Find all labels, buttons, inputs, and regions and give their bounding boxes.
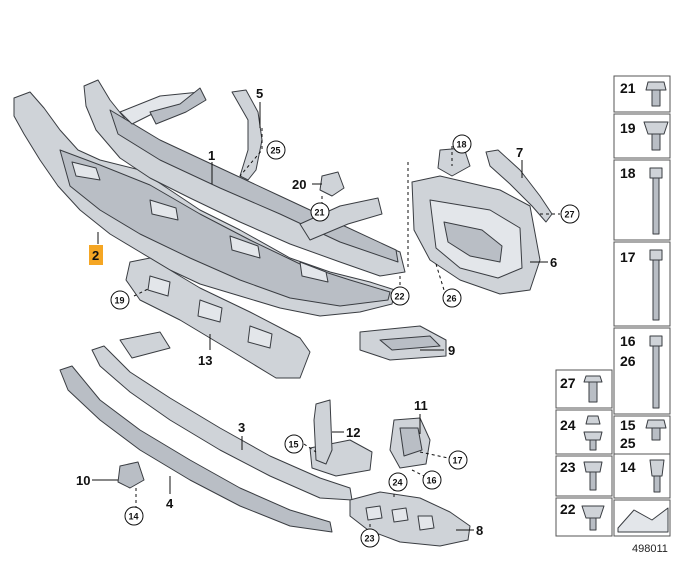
callout-2: 2 xyxy=(92,248,99,263)
callout-1: 1 xyxy=(208,148,215,163)
clip-14-icon xyxy=(649,459,665,493)
circled-15: 15 xyxy=(289,440,299,450)
circled-24: 24 xyxy=(393,478,403,488)
part-11-bracket xyxy=(389,417,431,469)
screw-15-icon xyxy=(645,419,667,441)
part-20-clip xyxy=(319,171,345,197)
callout-10: 10 xyxy=(76,473,90,488)
callout-labels: 1 5 20 7 6 9 13 11 12 3 10 4 8 xyxy=(76,86,557,538)
circled-16: 16 xyxy=(427,476,437,486)
callout-6: 6 xyxy=(550,255,557,270)
panel-17: 17 xyxy=(620,249,636,265)
callout-11: 11 xyxy=(414,398,428,413)
part-8-grille xyxy=(349,491,471,547)
circled-26: 26 xyxy=(447,294,457,304)
screw-27-icon xyxy=(583,375,603,403)
part-6-bracket xyxy=(411,147,541,295)
screw-23-icon xyxy=(583,461,603,491)
part-10-clip xyxy=(117,461,145,489)
part-5-bracket xyxy=(231,89,263,181)
panel-16: 16 xyxy=(620,333,636,349)
callout-4: 4 xyxy=(166,496,174,511)
callout-7: 7 xyxy=(516,145,523,160)
panel-26: 26 xyxy=(620,353,636,369)
direction-arrow-icon xyxy=(617,507,669,533)
part-9-block xyxy=(359,325,447,361)
bolt-18-icon xyxy=(649,167,663,235)
circled-23: 23 xyxy=(365,534,375,544)
callout-9: 9 xyxy=(448,343,455,358)
panel-22: 22 xyxy=(560,501,576,517)
screw-21-icon xyxy=(645,81,667,107)
part-12-bracket xyxy=(313,399,333,465)
panel-23: 23 xyxy=(560,459,576,475)
panel-21: 21 xyxy=(620,80,636,96)
diagram-id: 498011 xyxy=(632,543,668,555)
circled-27: 27 xyxy=(565,210,575,220)
part-2-absorber xyxy=(13,91,396,317)
panel-15: 15 xyxy=(620,417,636,433)
circled-25: 25 xyxy=(271,146,281,156)
bolt-17-icon xyxy=(649,249,663,321)
circled-18: 18 xyxy=(457,140,467,150)
panel-25: 25 xyxy=(620,435,636,451)
part-1-carrier xyxy=(83,79,406,277)
circled-19: 19 xyxy=(115,296,125,306)
callout-8: 8 xyxy=(476,523,483,538)
callout-20: 20 xyxy=(292,177,306,192)
callout-5: 5 xyxy=(256,86,263,101)
panel-27: 27 xyxy=(560,375,576,391)
part-13-bracket xyxy=(125,257,311,379)
circled-22-top: 22 xyxy=(395,292,405,302)
panel-19: 19 xyxy=(620,120,636,136)
leader-lines xyxy=(92,102,560,531)
callout-3: 3 xyxy=(238,420,245,435)
nut-19-icon xyxy=(643,121,669,151)
callout-2-highlight: 2 xyxy=(89,245,103,265)
circled-17: 17 xyxy=(453,456,463,466)
screw-24-icon xyxy=(583,415,603,451)
callout-12: 12 xyxy=(346,425,360,440)
panel-14: 14 xyxy=(620,459,636,475)
panel-18: 18 xyxy=(620,165,636,181)
callout-13: 13 xyxy=(198,353,212,368)
bolt-16-icon xyxy=(649,335,663,409)
nut-22-icon xyxy=(581,505,605,531)
circled-21: 21 xyxy=(315,208,325,218)
part-7-strip xyxy=(485,149,553,223)
circled-callouts: 25 18 21 27 22 26 19 15 17 16 24 23 14 xyxy=(110,134,580,548)
fasteners-panel: 21 19 18 17 16 26 15 25 14 27 24 23 22 xyxy=(555,75,671,555)
panel-24: 24 xyxy=(560,417,576,433)
part-4-trim xyxy=(59,365,333,533)
circled-14: 14 xyxy=(129,512,139,522)
